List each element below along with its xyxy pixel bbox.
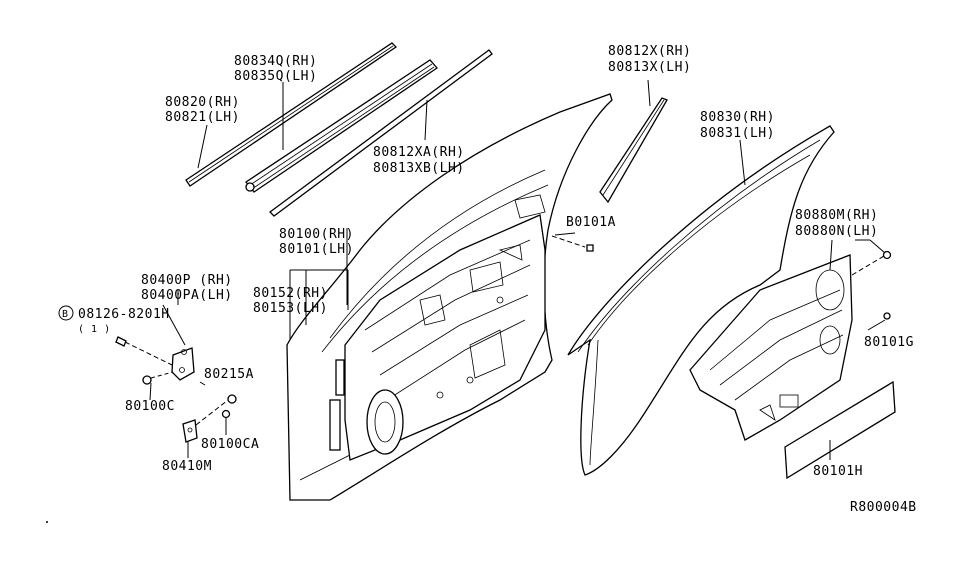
part-number-80101h: 80101H bbox=[813, 464, 863, 479]
label-80820: 80820(RH) 80821(LH) bbox=[165, 95, 240, 125]
part-number-80152: 80152(RH) bbox=[253, 286, 328, 301]
bolt-08126-icon bbox=[115, 336, 127, 347]
label-08126: B 08126-8201H ( 1 ) bbox=[58, 305, 170, 335]
division-channel-80812x bbox=[599, 97, 668, 204]
part-number-80100ca: 80100CA bbox=[201, 437, 259, 452]
label-80410m: 80410M bbox=[162, 459, 212, 474]
label-80101a: B0101A bbox=[566, 215, 616, 230]
label-80812x: 80812X(RH) 80813X(LH) bbox=[608, 44, 691, 75]
door-trim-panel-80880m bbox=[689, 254, 853, 441]
bolt-80215a-icon bbox=[227, 394, 237, 404]
label-80152: 80152(RH) 80153(LH) bbox=[253, 286, 328, 316]
part-number-80830: 80830(RH) bbox=[700, 110, 775, 125]
door-weatherstrip-80830 bbox=[567, 125, 835, 476]
clip-80101a-icon bbox=[586, 244, 594, 252]
protector-strip-80101h bbox=[784, 380, 896, 480]
part-number-80813x: 80813X(LH) bbox=[608, 60, 691, 75]
label-80215a: 80215A bbox=[204, 367, 254, 382]
clip-80101g-icon bbox=[883, 312, 891, 320]
part-number-80835q: 80835Q(LH) bbox=[234, 69, 317, 84]
label-80880: 80880M(RH) 80880N(LH) bbox=[795, 208, 878, 239]
hinge-80410m bbox=[182, 419, 198, 443]
inner-moulding-80834q bbox=[245, 59, 438, 193]
part-number-80153: 80153(LH) bbox=[253, 301, 328, 316]
label-80101g: 80101G bbox=[864, 335, 914, 350]
bolt-mark-icon bbox=[58, 305, 74, 321]
part-number-80820: 80820(RH) bbox=[165, 95, 240, 110]
nut-80100c-icon bbox=[142, 375, 152, 385]
leader-lines bbox=[124, 79, 886, 460]
part-number-80100: 80100(RH) bbox=[279, 227, 354, 242]
part-number-80400pa: 80400PA(LH) bbox=[141, 288, 233, 303]
part-number-80410m: 80410M bbox=[162, 459, 212, 474]
label-80400: 80400P (RH) 80400PA(LH) bbox=[141, 273, 233, 303]
label-80834q: 80834Q(RH) 80835Q(LH) bbox=[234, 54, 317, 84]
part-number-80400p: 80400P (RH) bbox=[141, 273, 233, 288]
door-inner-panel bbox=[329, 194, 546, 461]
catalog-code: R800004B bbox=[850, 500, 917, 515]
outer-moulding-80820 bbox=[185, 42, 398, 187]
part-number-80821: 80821(LH) bbox=[165, 110, 240, 125]
part-number-80812xa: 80812XA(RH) bbox=[373, 145, 465, 160]
part-number-80101g: 80101G bbox=[864, 335, 914, 350]
part-number-80215a: 80215A bbox=[204, 367, 254, 382]
nut-80100ca-icon bbox=[221, 409, 231, 419]
glass-run-80812xa bbox=[269, 49, 493, 217]
part-number-80812x: 80812X(RH) bbox=[608, 44, 691, 59]
part-number-80100c: 80100C bbox=[125, 399, 175, 414]
quantity-note: ( 1 ) bbox=[78, 324, 111, 335]
part-number-80101a: B0101A bbox=[566, 215, 616, 230]
hinge-80400p bbox=[171, 347, 195, 381]
catalog-number: R800004B bbox=[850, 500, 917, 515]
part-number-80101: 80101(LH) bbox=[279, 242, 354, 257]
corner-dot bbox=[46, 521, 48, 523]
part-number-80831: 80831(LH) bbox=[700, 126, 775, 141]
label-80812xa: 80812XA(RH) 80813XB(LH) bbox=[373, 145, 465, 176]
part-number-80880n: 80880N(LH) bbox=[795, 224, 878, 239]
bolt-mark: B bbox=[62, 309, 69, 320]
part-number-80880m: 80880M(RH) bbox=[795, 208, 878, 223]
label-80100: 80100(RH) 80101(LH) bbox=[279, 227, 354, 257]
part-number-80813xb: 80813XB(LH) bbox=[373, 161, 465, 176]
label-80100c: 80100C bbox=[125, 399, 175, 414]
label-80101h: 80101H bbox=[813, 464, 863, 479]
label-80830: 80830(RH) 80831(LH) bbox=[700, 110, 775, 141]
part-number-08126: 08126-8201H bbox=[78, 307, 170, 322]
part-number-80834q: 80834Q(RH) bbox=[234, 54, 317, 69]
label-80100ca: 80100CA bbox=[201, 437, 259, 452]
clip-80880-icon bbox=[882, 250, 892, 260]
